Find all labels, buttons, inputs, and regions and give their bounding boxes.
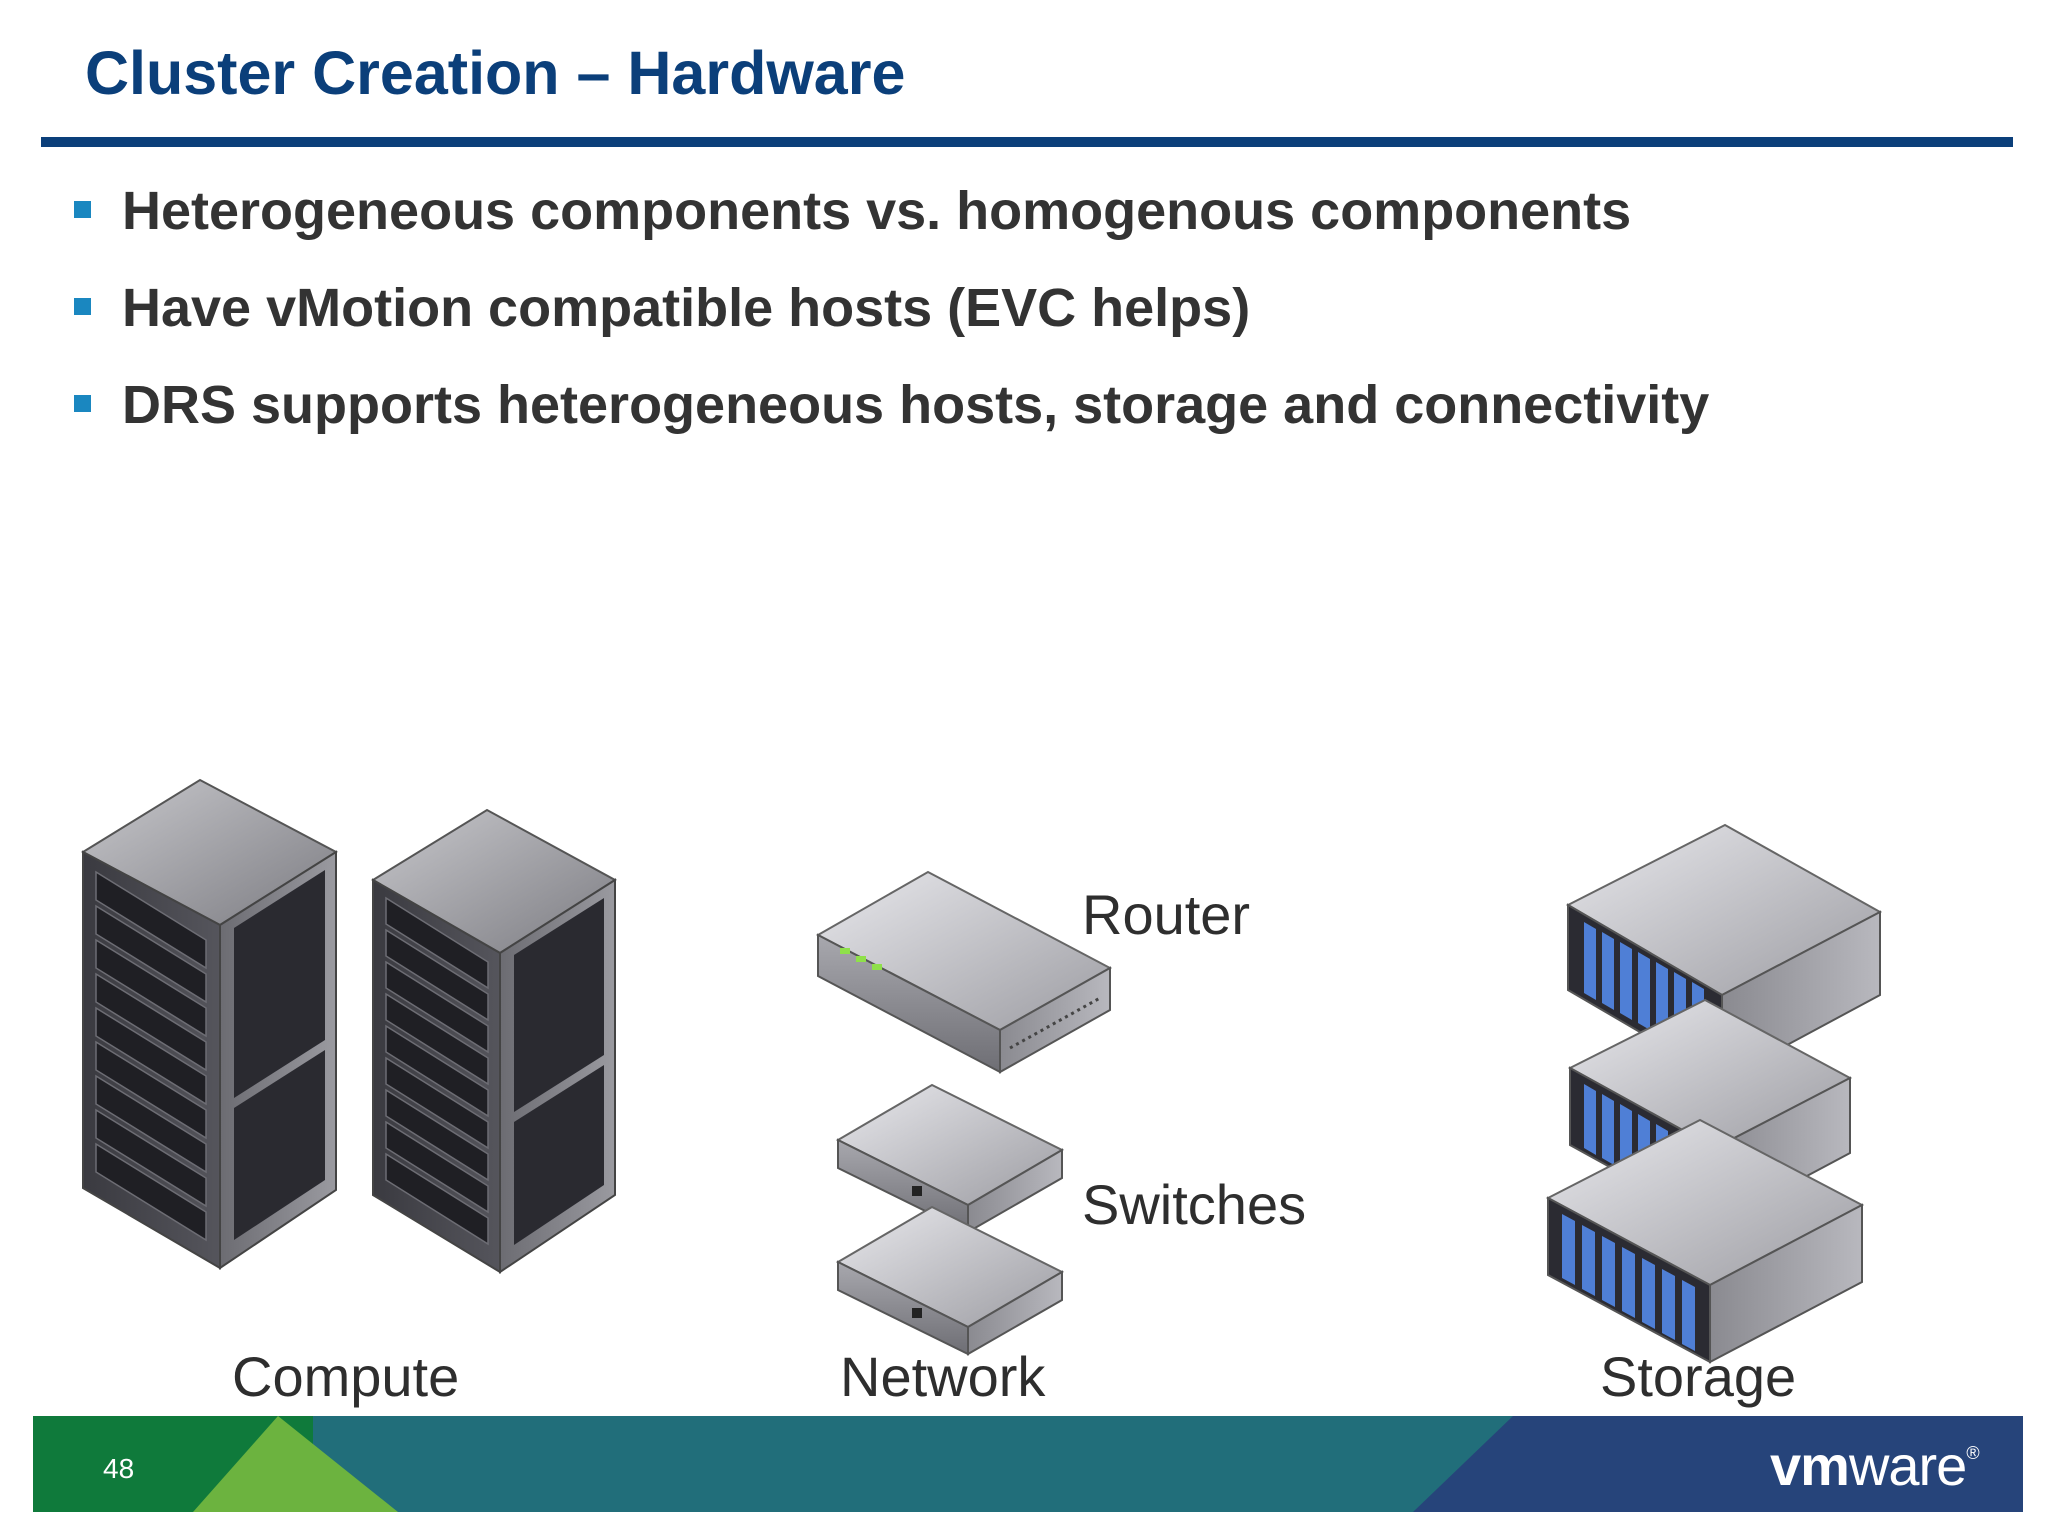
bullet-square-icon <box>74 395 91 412</box>
router-label: Router <box>1082 883 1251 946</box>
network-switch-icon <box>835 1205 1065 1356</box>
bullet-text: Have vMotion compatible hosts (EVC helps… <box>122 278 1251 338</box>
bullet-item: Heterogeneous components vs. homogenous … <box>74 180 1974 250</box>
title-rule <box>41 137 2013 147</box>
network-label: Network <box>840 1345 1046 1408</box>
hardware-illustration <box>80 778 1883 1364</box>
bullet-square-icon <box>74 201 91 218</box>
bullet-item: DRS supports heterogeneous hosts, storag… <box>74 374 1974 444</box>
bullet-item: Have vMotion compatible hosts (EVC helps… <box>74 277 1974 347</box>
network-switch-icon <box>835 1083 1065 1234</box>
page-number: 48 <box>103 1453 135 1484</box>
switches-label: Switches <box>1082 1173 1307 1236</box>
vmware-logo: vmware® <box>1770 1434 1980 1497</box>
bullet-square-icon <box>74 298 91 315</box>
bullet-text: DRS supports heterogeneous hosts, storag… <box>122 375 1710 435</box>
storage-array-icon <box>1545 1118 1865 1364</box>
storage-label: Storage <box>1600 1345 1797 1408</box>
compute-label: Compute <box>232 1345 460 1408</box>
server-rack-icon <box>80 778 338 1270</box>
slide-title: Cluster Creation – Hardware <box>85 39 906 107</box>
footer-band <box>33 1416 2023 1512</box>
server-rack-icon <box>371 808 617 1274</box>
bullet-text: Heterogeneous components vs. homogenous … <box>122 181 1632 241</box>
router-icon <box>815 870 1113 1074</box>
